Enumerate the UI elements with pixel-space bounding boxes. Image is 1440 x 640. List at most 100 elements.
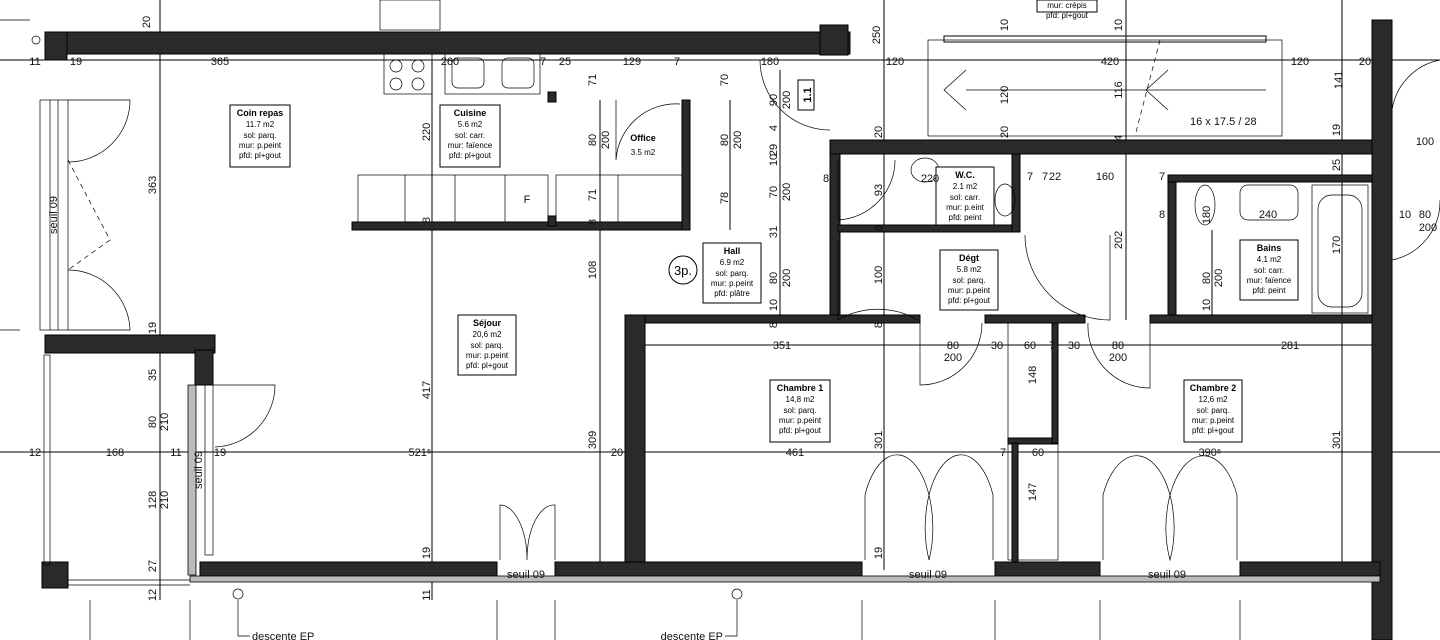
dimension-label: 10 (768, 154, 780, 166)
dimension-label: 521⁵ (409, 447, 432, 459)
dimension-label: 80 (587, 134, 599, 146)
room-sol: sol: carr. (1254, 266, 1284, 275)
dimension-label: 170 (1331, 236, 1343, 254)
room-name: Dégt (959, 253, 979, 263)
dimension-label: 4 (768, 125, 780, 131)
room-area: 4.1 m2 (1257, 255, 1282, 264)
dimension-label: 19 (147, 322, 159, 334)
dimension-label: 116 (1113, 81, 1125, 99)
dimension-label: 200 (1109, 352, 1127, 364)
room-area: 6.9 m2 (720, 258, 745, 267)
room-label-box (229, 104, 291, 168)
dimension-label: 210 (159, 413, 171, 431)
dimension-label: 351 (773, 340, 791, 352)
dimension-label: 80 (147, 416, 159, 428)
room-label-box (1239, 239, 1299, 301)
room-mur: mur: p.peint (711, 279, 754, 288)
dimension-label: 7 (1042, 171, 1048, 183)
room-name: Cuisine (454, 108, 487, 118)
dimension-label: 7 (1049, 340, 1055, 352)
dimension-label: 19 (214, 447, 226, 459)
dimension-label: 210 (159, 491, 171, 509)
dimension-label: 25 (1331, 159, 1343, 171)
room-sol: sol: parq. (471, 341, 504, 350)
room-mur: mur: p.eint (946, 203, 985, 212)
dimension-label: 7 (1000, 447, 1006, 459)
dimension-label: 20 (873, 126, 885, 138)
room-pfd: pfd: pl+gout (1192, 426, 1235, 435)
room-name: Séjour (473, 318, 502, 328)
room-pfd: pfd: peint (1253, 286, 1287, 295)
room-pfd: pfd: pl+gout (449, 151, 492, 160)
dimension-label: 7 (540, 56, 546, 68)
dimension-label: 250 (871, 26, 883, 44)
dimension-label: 10 (1201, 299, 1213, 311)
dimension-label: 8 (873, 225, 885, 231)
dimension-label: 20 (1359, 56, 1371, 68)
dimension-label: 80 (768, 272, 780, 284)
dimension-label: 202 (1113, 231, 1125, 249)
sanitary-fixtures (910, 157, 1369, 314)
dimension-label: 30 (1068, 340, 1080, 352)
dimension-label: 11 (170, 447, 181, 459)
dimension-label: 100 (873, 266, 885, 284)
dimension-label: 7 (1027, 171, 1033, 183)
dimension-label: 80 (1112, 340, 1124, 352)
room-mur: mur: crépis (1047, 1, 1087, 10)
dimension-label: 8 (823, 173, 829, 185)
dimension-label: 220 (921, 173, 939, 185)
room-area: 2.1 m2 (953, 182, 978, 191)
room-name: Hall (724, 246, 741, 256)
dimension-label: 10 (768, 299, 780, 311)
misc-labels: 3p. 1.1 seuil 09 seuil 09 seuil 09 seuil… (31, 35, 1186, 640)
room-pfd: pfd: pl+gout (779, 426, 822, 435)
dimension-label: 200 (781, 269, 793, 287)
dimension-label: 20 (141, 16, 153, 28)
apartment-type: 3p. (674, 263, 692, 278)
dimension-label: 301 (873, 431, 885, 449)
room-label-box (702, 242, 762, 304)
room-sol: sol: parq. (244, 131, 277, 140)
dimension-label: 160 (1096, 171, 1114, 183)
room-label-box (439, 104, 501, 168)
grid-marker-icon (31, 35, 41, 45)
threshold-label: seuil 09 (48, 196, 60, 234)
stair-spec: 16 x 17.5 / 28 (1190, 116, 1257, 128)
room-pfd: pfd: pl+gout (239, 151, 282, 160)
room-pfd: pfd: plâtre (714, 289, 750, 298)
room-mur: mur: p.peint (466, 351, 509, 360)
room-name: W.C. (955, 170, 975, 180)
dimension-label: 220 (421, 123, 433, 141)
room-area: 3.5 m2 (631, 148, 656, 157)
dimension-label: 71 (587, 74, 599, 86)
dimension-label: 93 (873, 184, 885, 196)
dimension-label: 80 (947, 340, 959, 352)
dimension-label: 8 (587, 219, 599, 225)
dimension-label: 363 (147, 176, 159, 194)
room-name: Chambre 2 (1190, 383, 1237, 393)
kitchen-fixtures: F (357, 0, 683, 223)
room-pfd: pfd: pl+gout (1046, 11, 1089, 20)
dimension-label: 12 (147, 589, 159, 601)
dimension-label: 31 (768, 226, 780, 238)
dimension-label: 301 (1331, 431, 1343, 449)
room-name: Bains (1257, 243, 1282, 253)
dimension-label: 365 (211, 56, 229, 68)
dimension-label: 200 (944, 352, 962, 364)
dimension-label: 7 (674, 56, 680, 68)
room-area: 11.7 m2 (246, 120, 275, 129)
dimension-label: 19 (873, 547, 885, 559)
room-area: 20,6 m2 (473, 330, 502, 339)
room-sol: sol: parq. (953, 276, 986, 285)
dimension-label: 11 (421, 589, 433, 600)
dimension-label: 22 (1049, 171, 1061, 183)
dimension-label: 260 (441, 56, 459, 68)
dimension-label: 148 (1027, 366, 1039, 384)
dimension-label: 180 (1201, 206, 1213, 224)
dimension-label: 8 (1159, 209, 1165, 221)
